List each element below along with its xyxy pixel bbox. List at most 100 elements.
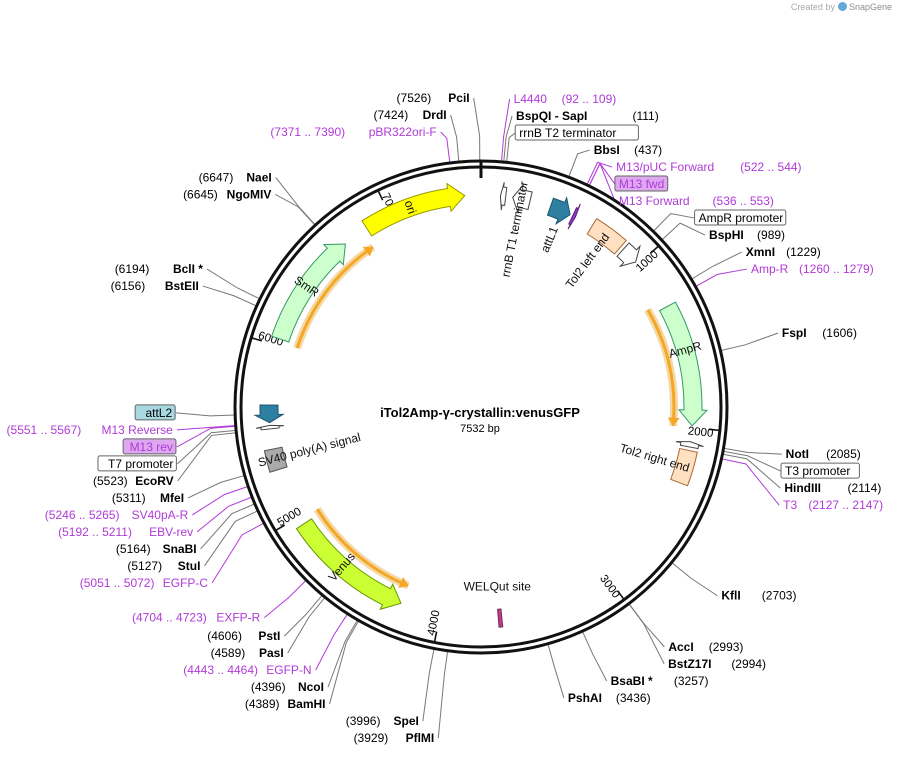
feature-tol2-left-end[interactable] (586, 217, 627, 255)
site-l4440[interactable]: L4440 (92 .. 109) (514, 92, 617, 106)
feature-ori[interactable] (361, 182, 466, 237)
feature-attl1[interactable] (546, 196, 571, 226)
site-bstz17i[interactable]: BstZ17I(2994) (668, 657, 766, 671)
feature-t3-promoter[interactable] (675, 441, 704, 450)
site-xmni[interactable]: XmnI(1229) (746, 245, 821, 259)
feature-attl2[interactable] (253, 404, 285, 424)
site-bspqi-sapi[interactable]: BspQI - SapI(111) (516, 109, 659, 123)
site-pasi[interactable]: PasI(4589) (211, 646, 284, 660)
feature-ampr-promoter[interactable] (616, 242, 641, 268)
site-name: PciI (448, 91, 469, 105)
site-m13-forward[interactable]: M13 Forward(536 .. 553) (619, 194, 774, 208)
feature-welqut-site[interactable] (497, 608, 504, 628)
site-bbsi[interactable]: BbsI(437) (594, 143, 662, 157)
site-name: EXFP-R (216, 611, 260, 625)
site-box-label: M13 fwd (619, 177, 664, 191)
site-rrnb-t2-terminator[interactable]: rrnB T2 terminator (514, 124, 639, 141)
site-snabi[interactable]: SnaBI(5164) (116, 542, 197, 556)
site-exfp-r[interactable]: EXFP-R(4704 .. 4723) (132, 611, 261, 625)
bp-ticks: 1000200030004000500060007000 (250, 162, 721, 644)
site-bamhi[interactable]: BamHI(4389) (245, 697, 326, 711)
site-name: SnaBI (163, 542, 197, 556)
site-noti[interactable]: NotI(2085) (786, 447, 861, 461)
site-position: (92 .. 109) (562, 92, 617, 106)
site-name: BstEII (165, 279, 199, 293)
site-bcli[interactable]: BclI *(6194) (115, 262, 204, 276)
site-kfli[interactable]: KflI(2703) (721, 589, 796, 603)
site-leader-lines (176, 97, 782, 739)
site-ampr-promoter[interactable]: AmpR promoter (694, 209, 787, 226)
site-box-label: T3 promoter (785, 464, 850, 478)
site-position: (6645) (183, 187, 218, 201)
site-box-label: rrnB T2 terminator (519, 126, 616, 140)
site-fspi[interactable]: FspI(1606) (782, 326, 857, 340)
feature-venus[interactable] (295, 518, 402, 611)
site-acci[interactable]: AccI(2993) (668, 640, 743, 654)
site-position: (4443 .. 4464) (183, 663, 258, 677)
site-t3-promoter[interactable]: T3 promoter (780, 462, 860, 479)
feature-ampr[interactable] (658, 301, 709, 427)
feature-m13-fwd[interactable] (567, 203, 581, 230)
orf-arrowhead (398, 577, 409, 588)
site-position: (437) (634, 143, 662, 157)
site-name: EcoRV (135, 474, 173, 488)
site-amp-r[interactable]: Amp-R(1260 .. 1279) (751, 262, 874, 276)
site-naei[interactable]: NaeI(6647) (199, 170, 272, 184)
orf-arc (646, 309, 676, 426)
site-psti[interactable]: PstI(4606) (207, 629, 280, 643)
site-bsphi[interactable]: BspHI(989) (709, 228, 785, 242)
site-bsteii[interactable]: BstEII(6156) (111, 279, 199, 293)
site-name: BsaBI * (611, 674, 653, 688)
feature-t7-promoter[interactable] (255, 424, 284, 431)
site-t7-promoter[interactable]: T7 promoter (97, 455, 177, 472)
site-pflmi[interactable]: PflMI(3929) (354, 731, 435, 745)
site-leader (628, 603, 665, 664)
site-name: BamHI (288, 697, 326, 711)
site-egfp-c[interactable]: EGFP-C(5051 .. 5072) (80, 576, 209, 590)
site-position: (4606) (207, 629, 242, 643)
site-egfp-n[interactable]: EGFP-N(4443 .. 4464) (183, 663, 311, 677)
site-attl2[interactable]: attL2 (134, 404, 176, 421)
site-ecorv[interactable]: EcoRV(5523) (93, 474, 174, 488)
site-pshai[interactable]: PshAI(3436) (568, 691, 651, 705)
site-name: FspI (782, 326, 807, 340)
site-name: BclI * (173, 262, 203, 276)
site-hindiii[interactable]: HindIII(2114) (784, 481, 881, 495)
site-leader (568, 149, 590, 178)
feature-rrnb-t2-terminator[interactable] (499, 182, 508, 211)
site-pbr322ori-f[interactable]: pBR322ori-F(7371 .. 7390) (270, 125, 436, 139)
site-leader (722, 453, 781, 489)
site-leader (503, 115, 513, 163)
site-m13-reverse[interactable]: M13 Reverse(5551 .. 5567) (7, 423, 174, 437)
site-name: L4440 (514, 92, 548, 106)
site-stui[interactable]: StuI(5127) (127, 559, 200, 573)
site-ngomiv[interactable]: NgoMIV(6645) (183, 187, 271, 201)
tick-label: 5000 (276, 506, 304, 529)
feature-smr[interactable] (271, 243, 346, 343)
site-mfei[interactable]: MfeI(5311) (112, 491, 184, 505)
site-m13-rev[interactable]: M13 rev (122, 438, 177, 455)
site-box (97, 455, 177, 472)
site-drdi[interactable]: DrdI(7424) (374, 108, 447, 122)
site-ebv-rev[interactable]: EBV-rev(5192 .. 5211) (58, 525, 193, 539)
site-sv40pa-r[interactable]: SV40pA-R(5246 .. 5265) (45, 508, 189, 522)
site-leader (211, 522, 265, 584)
site-m13-puc-forward[interactable]: M13/pUC Forward(522 .. 544) (616, 160, 801, 174)
feature-tol2-right-end[interactable] (670, 447, 698, 487)
feature-sv40-poly-a-signal[interactable] (263, 446, 288, 473)
orf-arc (316, 508, 409, 588)
site-bsabi[interactable]: BsaBI *(3257) (611, 674, 709, 688)
site-m13-fwd[interactable]: M13 fwd (614, 175, 669, 192)
tick-mark (433, 631, 438, 644)
tick-mark (708, 428, 721, 432)
feature-rrnb-t1-terminator[interactable] (512, 183, 533, 215)
site-leader (628, 603, 665, 648)
site-t3[interactable]: T3(2127 .. 2147) (783, 498, 883, 512)
site-pcii[interactable]: PciI(7526) (397, 91, 470, 105)
site-ncoi[interactable]: NcoI(4396) (251, 680, 324, 694)
site-leader (661, 222, 706, 241)
site-name: DrdI (423, 108, 447, 122)
site-spei[interactable]: SpeI(3996) (346, 714, 419, 728)
